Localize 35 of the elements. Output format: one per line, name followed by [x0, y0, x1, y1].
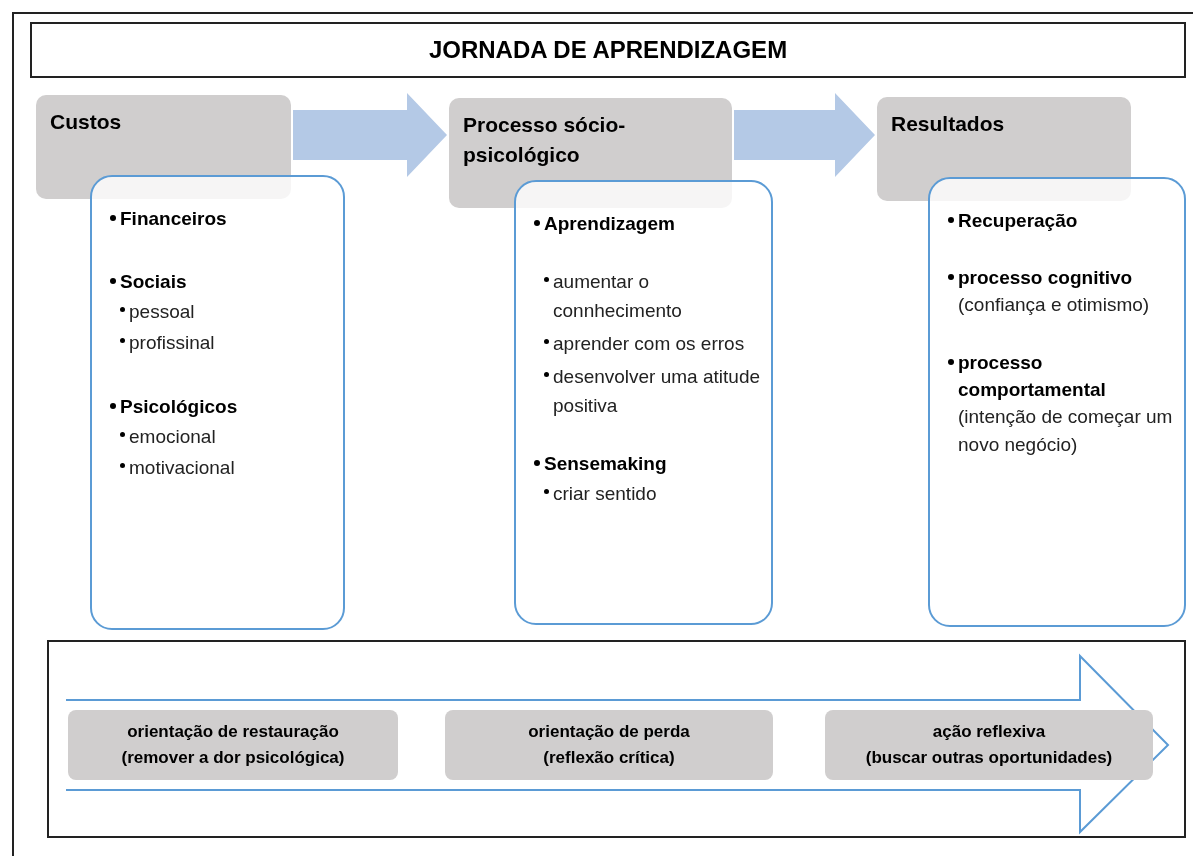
- list-heading: processo comportamental: [958, 351, 1107, 402]
- list-heading: processo cognitivo: [958, 266, 1133, 290]
- list-heading: Financeiros: [120, 207, 227, 231]
- stage-box: [445, 710, 773, 780]
- stage-text: orientação de perda: [528, 721, 690, 743]
- list-heading: Sensemaking: [544, 452, 667, 476]
- category-heading: Processo sócio-psicológico: [463, 112, 627, 168]
- stage-text: ação reflexiva: [932, 721, 1046, 743]
- list-item: emocional: [129, 425, 216, 449]
- list-text: (confiança e otimismo): [958, 293, 1151, 317]
- list-item: desenvolver uma atitude positiva: [553, 365, 761, 418]
- stage-text: (buscar outras oportunidades): [865, 747, 1113, 769]
- stage-text: orientação de restauração: [127, 721, 339, 743]
- list-text: (intenção de começar um novo negócio): [958, 405, 1174, 457]
- stage-text: (reflexão crítica): [543, 747, 675, 769]
- list-item: criar sentido: [553, 482, 657, 506]
- stage-text: (remover a dor psicológica): [121, 747, 345, 769]
- block-arrow: [293, 93, 447, 177]
- detail-card: [928, 177, 1186, 627]
- list-heading: Psicológicos: [120, 395, 238, 419]
- list-item: aprender com os erros: [553, 332, 745, 356]
- list-heading: Sociais: [120, 270, 187, 294]
- list-heading: Aprendizagem: [544, 212, 675, 236]
- block-arrow: [734, 93, 875, 177]
- category-heading: Resultados: [891, 111, 1006, 137]
- stage-box: [68, 710, 398, 780]
- list-item: motivacional: [129, 456, 235, 480]
- category-heading: Custos: [50, 109, 123, 135]
- detail-card: [514, 180, 773, 625]
- list-item: pessoal: [129, 300, 195, 324]
- stage-box: [825, 710, 1153, 780]
- detail-card: [90, 175, 345, 630]
- list-heading: Recuperação: [958, 209, 1078, 233]
- list-item: profissinal: [129, 331, 215, 355]
- title: JORNADA DE APRENDIZAGEM: [428, 35, 788, 65]
